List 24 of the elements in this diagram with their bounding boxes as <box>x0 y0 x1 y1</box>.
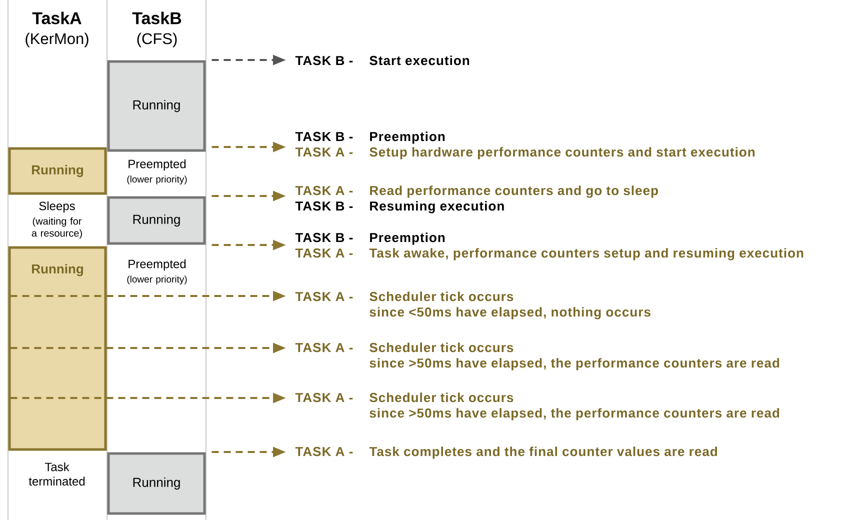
state-label: Task terminated <box>28 462 85 486</box>
column-subheader: (KerMon) <box>26 32 88 48</box>
state-label: Preempted <box>128 259 186 271</box>
state-label: (lower priority) <box>127 176 187 184</box>
column-header: TaskB <box>132 12 182 24</box>
running-box: Running <box>107 452 206 515</box>
state-label: Preempted <box>128 159 186 171</box>
event-text: TASK A - Scheduler tick occurs since >50ms have elapsed, the performance counters are read <box>295 342 780 370</box>
event-text: TASK A - Read performance counters and go to sleep TASK B - Resuming execution <box>295 186 658 214</box>
running-box: Running <box>8 246 107 451</box>
state-label: Sleeps <box>39 201 75 213</box>
event-text: TASK A - Task completes and the final counter values are read <box>295 446 717 459</box>
running-box: Running <box>8 147 107 195</box>
state-label: (lower priority) <box>127 276 187 284</box>
event-text: TASK B - Preemption TASK A - Task awake, performance counters setup and resuming execution <box>295 232 804 260</box>
event-text: TASK A - Scheduler tick occurs since <50ms have elapsed, nothing occurs <box>295 292 650 320</box>
running-box: Running <box>107 60 206 152</box>
event-text: TASK B - Start execution <box>295 56 470 66</box>
running-box: Running <box>107 196 206 245</box>
column-header: TaskA <box>32 12 82 24</box>
event-text: TASK B - Preemption TASK A - Setup hardware performance counters and start execution <box>295 132 755 160</box>
column-subheader: (CFS) <box>137 32 177 48</box>
state-label: (waiting for a resource) <box>32 217 82 239</box>
event-text: TASK A - Scheduler tick occurs since >50ms have elapsed, the performance counters are read <box>295 392 780 420</box>
